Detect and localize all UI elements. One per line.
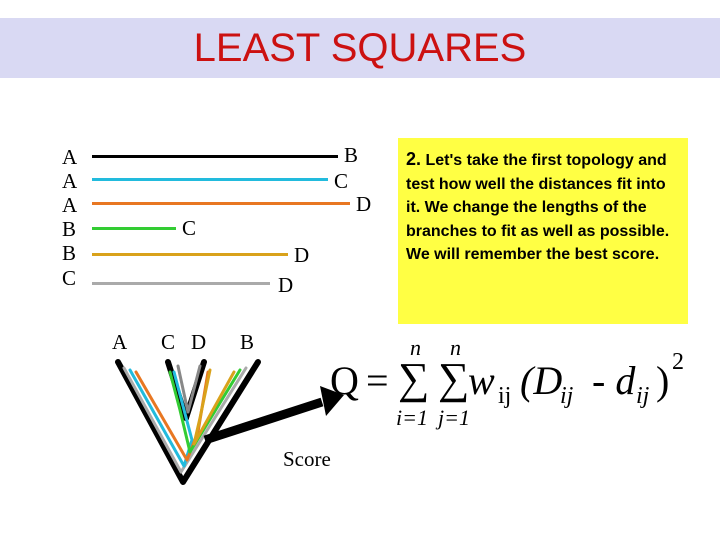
dist-right-label-6: D <box>278 273 294 297</box>
dist-left-label-4: B <box>62 217 77 241</box>
tree-leaf-a: A <box>112 330 128 354</box>
dist-left-label-5: B <box>62 241 77 265</box>
score-label: Score <box>283 447 331 471</box>
sum-lower-j: j=1 <box>438 405 470 430</box>
tree-path-cd <box>176 364 202 414</box>
sum-lower-i: i=1 <box>396 405 428 430</box>
formula-d-subscript: ij <box>560 383 574 409</box>
formula-q: Q <box>330 358 359 403</box>
distance-line-bd <box>92 253 288 256</box>
tree-path-ab <box>122 366 248 474</box>
distance-line-bc <box>92 227 176 230</box>
distance-line-ab <box>92 155 338 158</box>
dist-left-label-6: C <box>62 266 77 290</box>
sigma-i-symbol: ∑ <box>398 354 430 403</box>
arrow-head <box>320 386 344 416</box>
tree-path-bd <box>192 368 236 446</box>
distance-line-ad <box>92 202 350 205</box>
sum-upper-i: n <box>410 335 421 360</box>
tree-leaf-c: C <box>161 330 176 354</box>
formula-open-d: (D <box>520 358 563 403</box>
tree-outer-branches <box>115 359 261 485</box>
formula-w-subscript: ij <box>498 383 512 409</box>
sigma-j-symbol: ∑ <box>438 354 470 403</box>
formula-w: w <box>468 358 495 403</box>
dist-left-label-1: A <box>62 145 78 169</box>
dist-right-label-4: C <box>182 216 197 240</box>
dist-left-label-2: A <box>62 169 78 193</box>
sum-upper-j: n <box>450 335 461 360</box>
note-number: 2. <box>406 149 422 169</box>
tree-path-bc <box>168 368 242 454</box>
dist-left-label-3: A <box>62 193 78 217</box>
tree-leaf-d: D <box>191 330 207 354</box>
tree-paths <box>122 364 248 474</box>
formula-minus-d: - d <box>592 358 636 403</box>
least-squares-formula: n n Q = ∑ ∑ w ij (D ij - d ij ) 2 i=1 j=… <box>330 335 720 455</box>
formula-equals: = <box>366 358 389 403</box>
formula-exponent: 2 <box>672 349 684 375</box>
arrow-shaft <box>203 397 324 445</box>
note-text: Let's take the first topology and test h… <box>406 152 670 263</box>
tree-leaf-b: B <box>240 330 255 354</box>
tree-path-ac <box>128 368 194 468</box>
slide-title: LEAST SQUARES <box>193 26 527 70</box>
explanation-note: 2. Let's take the first topology and tes… <box>398 138 688 324</box>
formula-close-paren: ) <box>656 358 670 403</box>
dist-right-label-5: D <box>294 243 310 267</box>
title-band <box>0 18 720 78</box>
dist-right-label-3: D <box>356 192 372 216</box>
dist-right-label-1: B <box>344 143 359 167</box>
distance-line-cd <box>92 282 270 285</box>
formula-d2-subscript: ij <box>636 383 650 409</box>
dist-right-label-2: C <box>334 169 349 193</box>
arrow-to-formula <box>203 386 344 445</box>
distance-line-ac <box>92 178 328 181</box>
